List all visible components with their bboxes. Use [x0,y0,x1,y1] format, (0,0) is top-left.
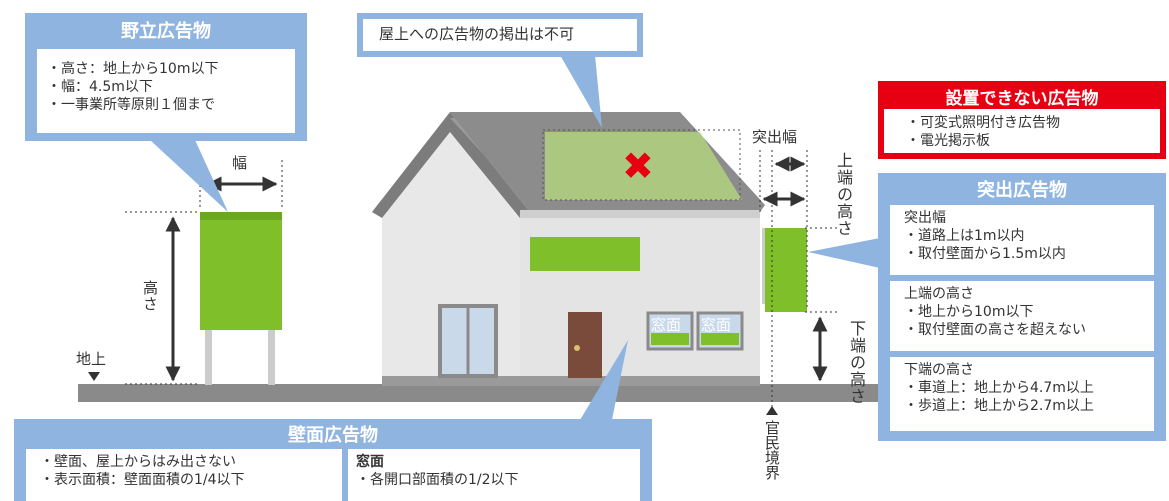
height-label: 高さ [141,280,159,312]
boundary-marker-icon [766,406,778,415]
wall-title: 壁面広告物 [288,425,378,446]
freestanding-box: 野立広告物 ・高さ：地上から10m以下 ・幅：4.5m以下 ・一事業所等原則１個… [25,13,307,141]
freestanding-item: ・一事業所等原則１個まで [47,97,215,113]
roof-sign-prohibited [542,129,742,201]
projection-width-label: 突出幅 [752,128,798,146]
projecting-section: 突出幅 ・道路上は1m以内 ・取付壁面から1.5m以内 [890,205,1154,275]
freestanding-callout-pointer [150,140,228,212]
wall-item: ・表示面積：壁面面積の1/4以下 [40,472,245,488]
freestanding-title: 野立広告物 [121,21,211,42]
wall-item: ・壁面、屋上からはみ出さない [40,454,236,470]
window-label: 窓面 [651,316,682,334]
top-height-label: 上端の高さ [834,152,853,237]
freestanding-body: ・高さ：地上から10m以下 ・幅：4.5m以下 ・一事業所等原則１個まで [37,49,295,133]
projecting-callout-pointer [808,238,880,268]
projecting-item: ・車道上：地上から4.7m以上 [904,380,1094,396]
projecting-section-heading: 上端の高さ [904,286,974,302]
projecting-item: ・歩道上：地上から2.7m以上 [904,398,1094,414]
projecting-section-heading: 下端の高さ [904,362,974,378]
wall-callout-pointer [580,340,628,420]
projecting-box: 突出広告物 突出幅 ・道路上は1m以内 ・取付壁面から1.5m以内 上端の高さ … [878,173,1166,441]
window-label: 窓面 [701,316,732,334]
projecting-item: ・取付壁面から1.5m以内 [904,246,1066,262]
roof-note-text: 屋上への広告物の掲出は不可 [379,25,575,43]
bottom-height-label: 下端の高さ [847,320,866,405]
prohibited-body: ・可変式照明付き広告物 ・電光掲示板 [884,109,1160,153]
freestanding-item: ・高さ：地上から10m以下 [47,61,219,77]
projecting-sign [762,228,807,312]
ground-line [78,384,878,402]
boundary-label: 官民境界 [763,420,781,480]
prohibited-item: ・可変式照明付き広告物 [906,115,1060,131]
cross-mark-icon: ✖ [622,144,654,188]
wall-box: 壁面広告物 ・壁面、屋上からはみ出さない ・表示面積：壁面面積の1/4以下 窓面… [14,419,652,501]
roof-note-box: 屋上への広告物の掲出は不可 [357,13,643,57]
projecting-item: ・取付壁面の高さを超えない [904,322,1086,338]
projecting-section: 下端の高さ ・車道上：地上から4.7m以上 ・歩道上：地上から2.7m以上 [890,357,1154,431]
projecting-section: 上端の高さ ・地上から10m以下 ・取付壁面の高さを超えない [890,281,1154,351]
projecting-item: ・道路上は1m以内 [904,228,1025,244]
prohibited-item: ・電光掲示板 [906,133,990,149]
projecting-title: 突出広告物 [977,180,1067,201]
ground-label: 地上 [76,350,107,368]
projecting-section-heading: 突出幅 [904,210,946,226]
width-label: 幅 [232,154,248,172]
projecting-item: ・地上から10m以下 [904,304,1034,320]
ground-marker-icon [88,372,100,381]
wall-right-body: 窓面 ・各開口部面積の1/2以下 [348,449,640,501]
wall-item: ・各開口部面積の1/2以下 [356,472,519,488]
freestanding-sign [200,212,282,385]
projecting-dimensions [759,150,840,415]
wall-window-heading: 窓面 [356,454,384,470]
freestanding-item: ・幅：4.5m以下 [47,79,153,95]
wall-left-body: ・壁面、屋上からはみ出さない ・表示面積：壁面面積の1/4以下 [26,449,342,501]
prohibited-box: 設置できない広告物 ・可変式照明付き広告物 ・電光掲示板 [878,81,1166,159]
prohibited-title: 設置できない広告物 [945,89,1099,109]
roof-callout-pointer [560,55,602,128]
